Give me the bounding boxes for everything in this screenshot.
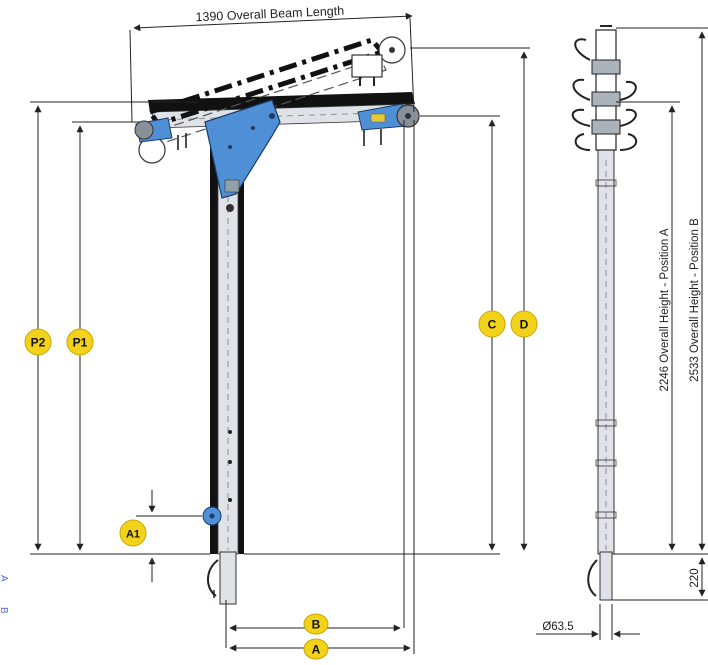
badge-p1: P1 bbox=[66, 328, 94, 356]
edge-mark-a: A bbox=[0, 575, 9, 582]
badge-b-label: B bbox=[312, 618, 321, 632]
badge-p1-label: P1 bbox=[73, 336, 88, 350]
beam-length-label: 1390 Overall Beam Length bbox=[195, 4, 344, 24]
edge-mark-b: B bbox=[0, 607, 9, 614]
badge-a1: A1 bbox=[119, 519, 147, 547]
side-view-mast bbox=[587, 149, 617, 601]
badge-d-label: D bbox=[520, 318, 529, 332]
right-end-plate bbox=[357, 103, 420, 146]
badge-p2: P2 bbox=[24, 328, 52, 356]
diameter-label: Ø63.5 bbox=[542, 621, 573, 633]
height-b-label: 2533 Overall Height - Position B bbox=[689, 218, 701, 382]
left-end-plate bbox=[134, 117, 187, 150]
gusset-bracket bbox=[204, 99, 281, 212]
badge-a: A bbox=[303, 638, 329, 660]
dimension-lines-left bbox=[30, 12, 530, 654]
height-a-label: 2246 Overall Height - Position A bbox=[659, 228, 671, 391]
mast-base-pin bbox=[207, 551, 237, 605]
side-view-head bbox=[571, 25, 638, 151]
badge-c-label: C bbox=[488, 318, 497, 332]
badge-c: C bbox=[478, 310, 506, 338]
badge-a1-label: A1 bbox=[126, 529, 140, 541]
badge-b: B bbox=[303, 613, 329, 635]
lower-bracket bbox=[202, 506, 222, 526]
badge-d: D bbox=[510, 310, 538, 338]
base-offset-label: 220 bbox=[689, 568, 701, 587]
badge-a-label: A bbox=[312, 643, 321, 657]
dimension-lines-right bbox=[536, 27, 708, 640]
badge-p2-label: P2 bbox=[31, 336, 46, 350]
